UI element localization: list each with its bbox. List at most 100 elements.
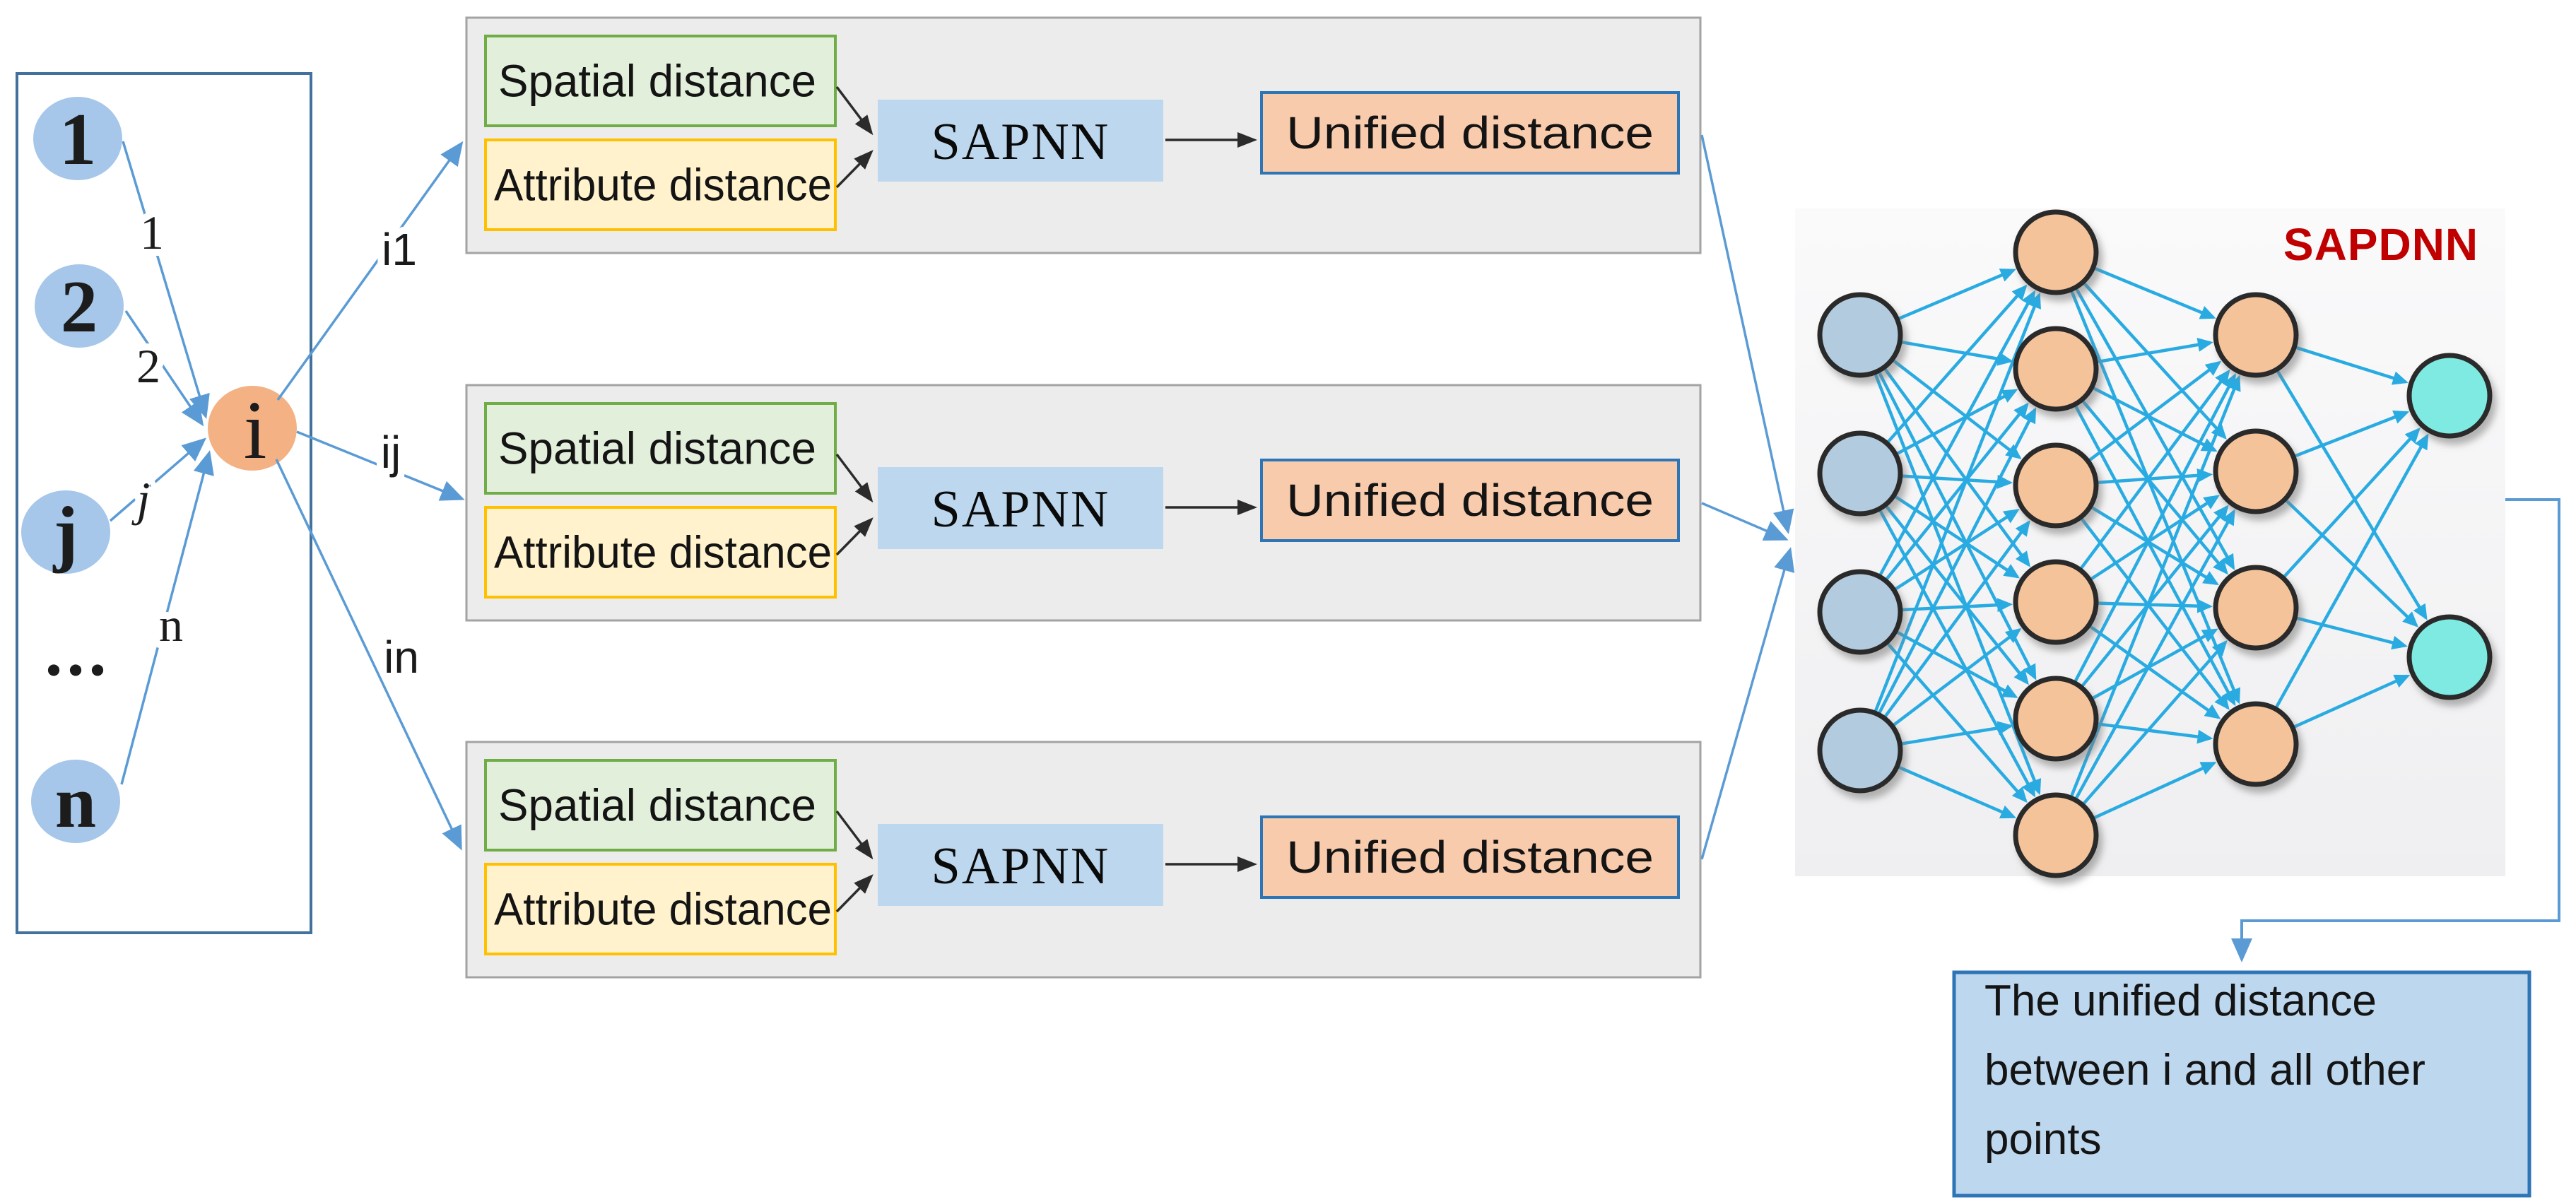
- nn-edge: [2276, 370, 2428, 620]
- point-node-n: [31, 760, 120, 843]
- nn-edge: [2283, 428, 2421, 578]
- nn-edge: [2081, 399, 2228, 575]
- spatial-to-sapnn-arrow: [835, 810, 874, 860]
- nn-edge: [2074, 288, 2235, 570]
- nn-node-hidden-layer-2-2: [2213, 428, 2299, 514]
- point-node-label: n: [55, 760, 96, 843]
- nn-node-output-layer-1: [2406, 353, 2493, 439]
- output-box: [1952, 970, 2531, 1198]
- row-to-network-arrow-1: [1700, 134, 1794, 534]
- nn-edge: [2274, 433, 2429, 709]
- nn-node-input-layer-3: [1817, 569, 1903, 655]
- nn-edge: [2090, 495, 2220, 581]
- nn-node-hidden-layer-2-4: [2213, 701, 2299, 787]
- unified-distance-label: Unified distance: [1286, 475, 1654, 526]
- hidden-layer-2: [2213, 292, 2299, 787]
- nn-node-hidden-layer-1-3: [2013, 442, 2099, 529]
- pair-label: i1: [382, 224, 417, 275]
- sapnn-label: SAPNN: [931, 837, 1110, 895]
- edge-weight-label: 1: [140, 206, 164, 259]
- attribute-to-sapnn-arrow: [835, 517, 874, 556]
- point-node-label: 2: [61, 265, 98, 348]
- nn-edge: [1885, 402, 2029, 581]
- nn-edge: [1895, 389, 2018, 456]
- nn-edge: [2069, 375, 2241, 798]
- nn-edge: [1894, 509, 2020, 591]
- nn-node-input-layer-4: [1817, 707, 1903, 794]
- pair-arrow-i1: [276, 141, 464, 401]
- nn-edge: [1878, 290, 2035, 577]
- pair-arrow-in: [275, 459, 462, 851]
- spatial-distance-box: [484, 759, 837, 852]
- nn-edge: [2074, 405, 2236, 707]
- nn-edge: [1901, 474, 2013, 489]
- nn-edge: [2295, 616, 2408, 650]
- unified-distance-box: [1260, 815, 1680, 899]
- nn-edge: [2285, 499, 2418, 627]
- nn-edge: [2093, 761, 2217, 820]
- network-to-output-connector: [2231, 498, 2560, 962]
- unified-distance-label: Unified distance: [1286, 832, 1654, 883]
- point-node-j: [21, 490, 110, 574]
- nn-edge: [1886, 642, 2028, 803]
- nn-edge: [2074, 373, 2236, 683]
- nn-edge: [1898, 765, 2017, 819]
- nn-node-hidden-layer-2-1: [2213, 292, 2299, 378]
- spatial-to-sapnn-arrow: [835, 453, 874, 503]
- nn-edge: [2074, 509, 2235, 800]
- attribute-distance-box: [484, 506, 837, 599]
- nn-edge: [1874, 292, 2041, 712]
- unified-distance-box: [1260, 91, 1680, 175]
- output-layer: [2406, 353, 2493, 700]
- edge-line-2: [124, 310, 204, 427]
- nn-edge: [2294, 410, 2410, 458]
- nn-node-hidden-layer-1-5: [2013, 676, 2099, 762]
- attribute-distance-label: Attribute distance: [494, 527, 832, 578]
- unified-distance-box: [1260, 459, 1680, 542]
- spatial-distance-box: [484, 402, 837, 495]
- nn-edge: [1900, 340, 2013, 366]
- nn-edge: [1900, 721, 2013, 746]
- nn-edge: [1886, 284, 2028, 444]
- sapnn-label: SAPNN: [931, 113, 1110, 171]
- nn-edge: [2090, 505, 2219, 586]
- output-box-line: The unified distance: [1984, 977, 2377, 1025]
- pair-label: in: [384, 632, 419, 683]
- edge-line-1: [122, 141, 210, 419]
- nn-node-output-layer-2: [2406, 614, 2493, 700]
- sapdnn-network: SAPDNN: [1795, 208, 2505, 878]
- nn-edge: [2096, 338, 2213, 364]
- pair-label: ij: [381, 427, 401, 478]
- spatial-distance-label: Spatial distance: [498, 56, 816, 107]
- edge-weight-label: n: [159, 598, 183, 652]
- nn-node-input-layer-2: [1817, 430, 1903, 517]
- network-title: SAPDNN: [2283, 219, 2478, 270]
- row-to-network-arrow-3: [1700, 547, 1795, 860]
- spatial-distance-box: [484, 35, 837, 127]
- nn-edge: [2097, 468, 2213, 485]
- unified-distance-label: Unified distance: [1286, 107, 1654, 158]
- nn-edge: [2293, 674, 2411, 729]
- attribute-distance-box: [484, 139, 837, 231]
- nn-edge: [2088, 360, 2222, 462]
- nn-edge: [2088, 625, 2221, 719]
- edge-line-j: [109, 437, 207, 522]
- nn-edges: [1874, 266, 2429, 820]
- nn-edge: [2082, 640, 2228, 806]
- nn-edge: [1885, 505, 2029, 685]
- nn-node-hidden-layer-1-6: [2013, 792, 2099, 878]
- nn-edge: [2092, 386, 2218, 452]
- nn-node-hidden-layer-2-3: [2213, 565, 2299, 651]
- nn-edge: [2079, 369, 2230, 570]
- edge-weight-label: 2: [136, 339, 160, 393]
- nn-edge: [1883, 520, 2030, 718]
- nn-edge: [2295, 346, 2409, 385]
- spatial-distance-label: Spatial distance: [498, 423, 816, 474]
- nn-node-hidden-layer-1-1: [2013, 209, 2099, 295]
- nn-node-hidden-layer-1-2: [2013, 326, 2099, 412]
- center-node-label: i: [244, 384, 267, 476]
